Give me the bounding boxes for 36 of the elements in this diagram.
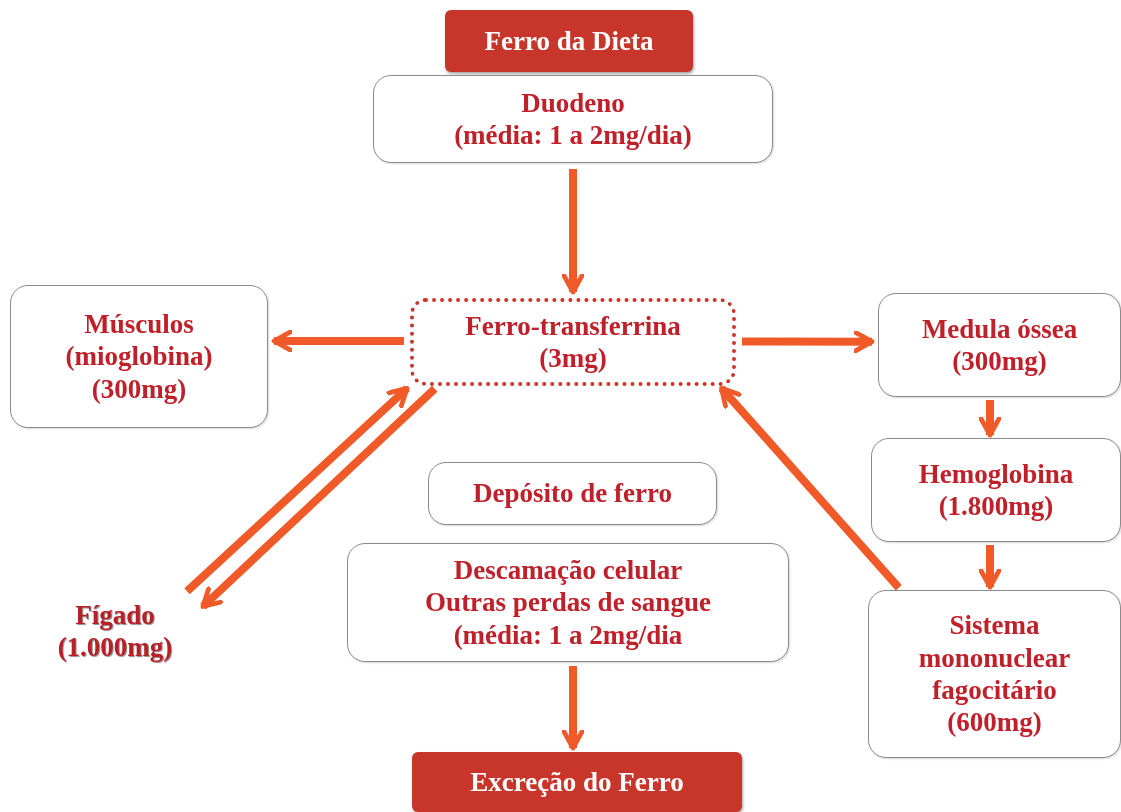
arrow <box>200 385 438 610</box>
node-text: Ferro-transferrina <box>465 309 681 342</box>
node-text: (média: 1 a 2mg/dia) <box>454 119 692 152</box>
arrow <box>718 385 902 591</box>
node-text: Depósito de ferro <box>473 477 672 510</box>
node-text: (600mg) <box>947 706 1042 739</box>
node-text: Outras perdas de sangue <box>425 586 711 619</box>
title-box <box>412 752 742 812</box>
process-box <box>347 543 789 662</box>
process-box <box>871 438 1121 542</box>
title-box <box>445 10 693 72</box>
node-text: (média: 1 a 2mg/dia <box>453 618 683 652</box>
node-text: (1.000mg) <box>57 631 173 664</box>
node-text: fagocitário <box>932 674 1057 707</box>
node-text: Ferro da Dieta <box>484 24 654 58</box>
node-text: Medula óssea <box>921 312 1078 345</box>
process-box <box>410 298 736 386</box>
process-box <box>878 293 1121 397</box>
process-box <box>373 75 773 163</box>
node-text: Duodeno <box>521 86 625 119</box>
node-text: Músculos <box>84 307 194 341</box>
node-text: Sistema <box>949 609 1040 642</box>
node-text: (1.800mg) <box>938 490 1054 523</box>
node-text: (mioglobina) <box>65 340 213 373</box>
node-text: (300mg) <box>91 372 187 406</box>
node-text: Hemoglobina <box>918 457 1074 490</box>
arrow <box>184 385 410 595</box>
node-text: (300mg) <box>952 345 1047 378</box>
process-box <box>428 462 717 525</box>
node-text: mononuclear <box>918 641 1071 674</box>
process-box <box>10 285 268 428</box>
process-box <box>868 590 1121 758</box>
node-text: Excreção do Ferro <box>470 765 684 799</box>
node-text: Fígado <box>75 598 155 631</box>
node-text: (3mg) <box>539 342 607 375</box>
node-text: Descamação celular <box>453 553 683 587</box>
